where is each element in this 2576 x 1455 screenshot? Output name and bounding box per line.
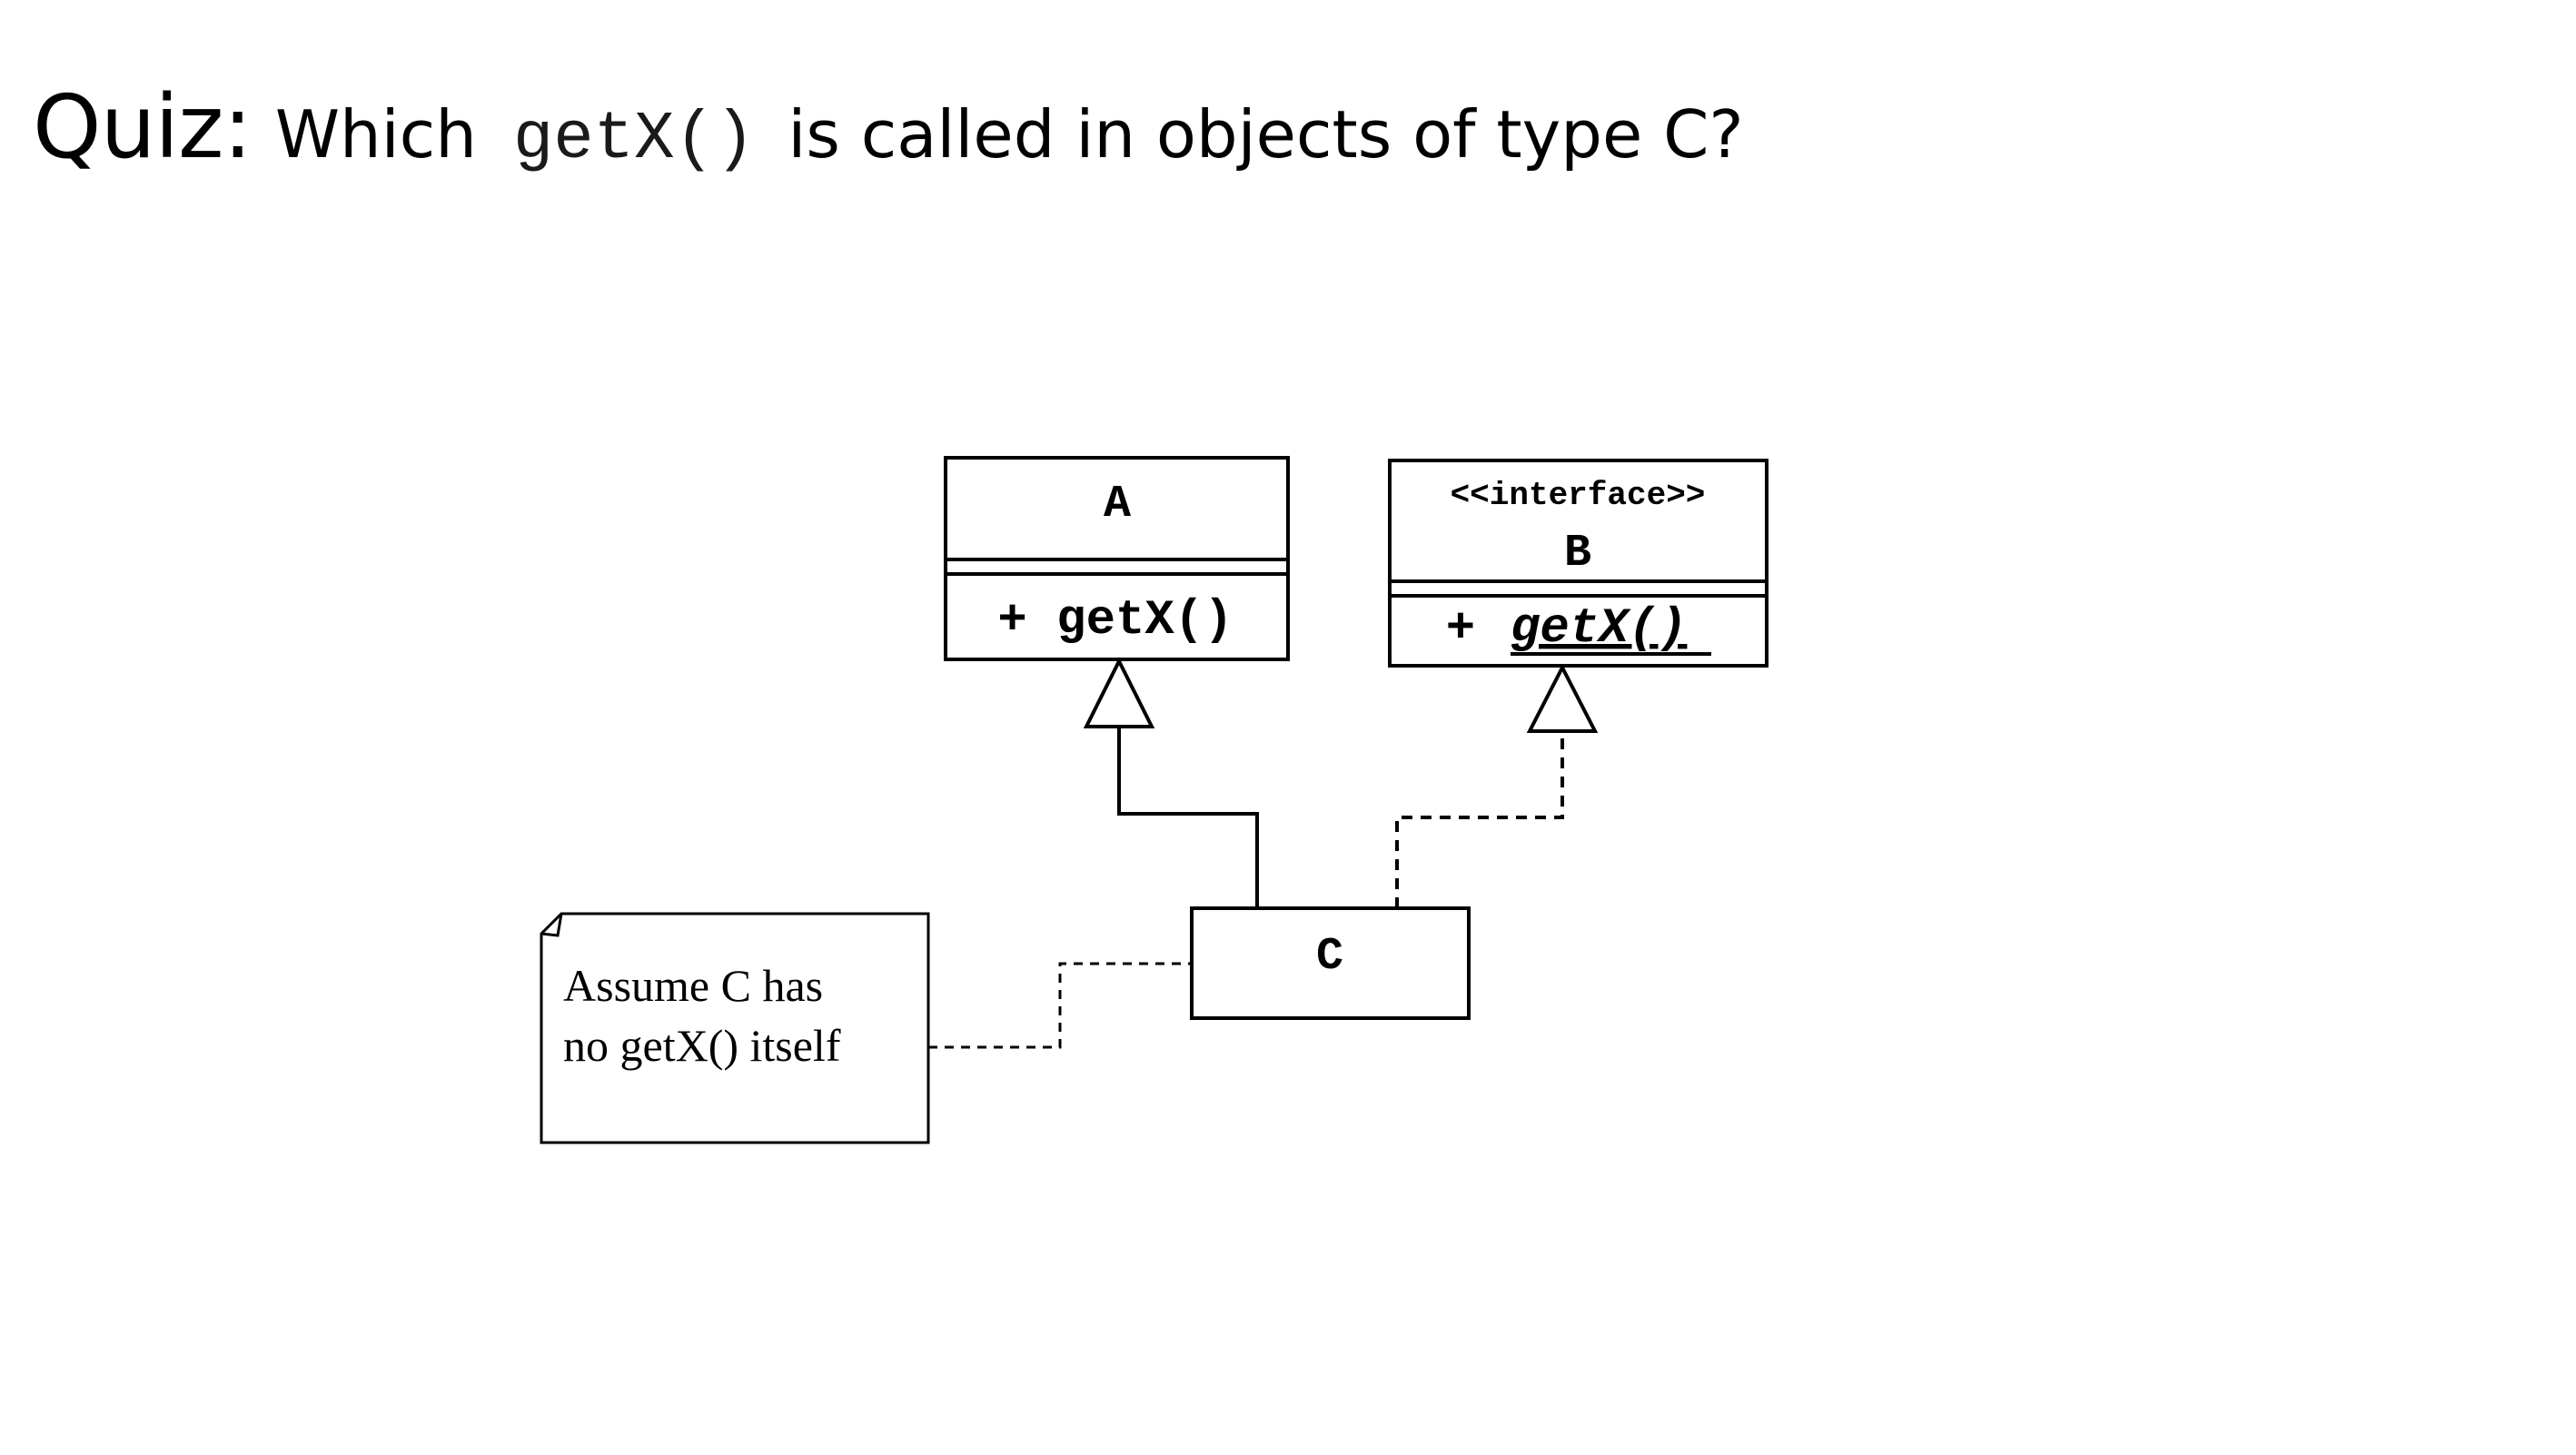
question-prefix: Which [274,96,477,173]
note-line-1: Assume C has [563,960,823,1011]
interface-b-visibility: + [1446,601,1475,657]
quiz-label: Quiz: [33,76,253,178]
note-box: Assume C has no getX() itself [540,912,930,1144]
class-c-name: C [1316,931,1343,983]
note-line-2: no getX() itself [563,1020,841,1071]
class-a-box: A + getX() [944,456,1290,661]
interface-b-name: B [1564,528,1591,579]
class-c-box: C [1190,906,1471,1020]
class-a-method: + getX() [997,593,1233,648]
realization-arrow-c-to-b [1395,663,1599,908]
interface-b-box: <<interface>> B + getX() [1388,459,1769,668]
note-connector [928,962,1192,1049]
class-a-name: A [1104,479,1131,530]
interface-b-stereotype: <<interface>> [1451,477,1706,514]
inheritance-arrow-c-to-a [1083,657,1259,908]
question-suffix: is called in objects of type C? [788,96,1744,173]
interface-b-method: getX() [1511,601,1687,657]
question-code: getX() [512,102,756,178]
